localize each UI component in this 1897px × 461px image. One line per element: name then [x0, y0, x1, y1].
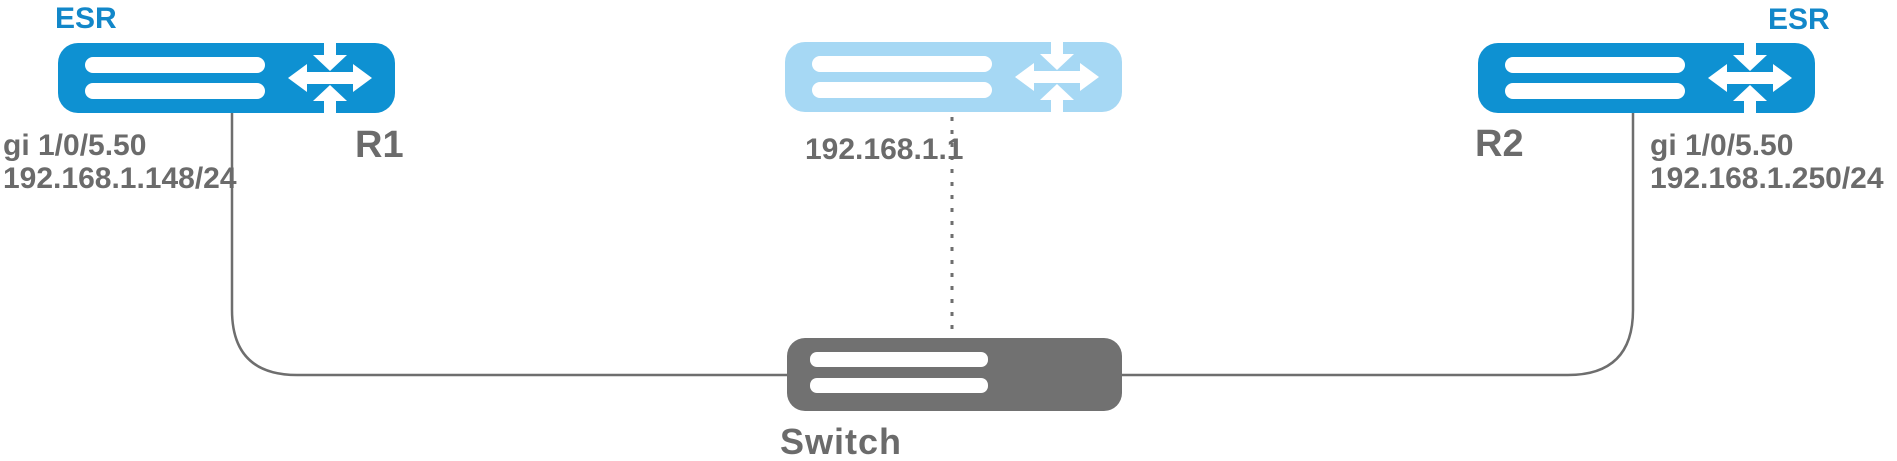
switch: Switch [780, 338, 1122, 461]
virtual-router-icon [785, 42, 1122, 112]
router-r1-ip-label: 192.168.1.148/24 [3, 162, 237, 195]
router-r2-ip-label: 192.168.1.250/24 [1650, 162, 1884, 195]
router-r1-device-type-label: ESR [55, 2, 117, 35]
router-r1: ESR R1 gi 1/0/5.50 192.168.1.148/24 [3, 2, 404, 195]
router-r1-interface-label: gi 1/0/5.50 [3, 129, 146, 162]
virtual-router: 192.168.1.1 [785, 42, 1122, 166]
router-r1-name-label: R1 [355, 124, 404, 166]
router-r2-device-type-label: ESR [1768, 3, 1830, 36]
router-r2-interface-label: gi 1/0/5.50 [1650, 129, 1793, 162]
link-r1-switch [230, 113, 787, 377]
switch-name-label: Switch [780, 421, 902, 461]
switch-icon [787, 338, 1122, 411]
virtual-router-ip-label: 192.168.1.1 [805, 133, 963, 166]
link-r2-switch [1122, 113, 1635, 377]
router-r2-icon [1478, 43, 1815, 113]
router-r2-name-label: R2 [1475, 123, 1524, 165]
router-r2: ESR R2 gi 1/0/5.50 192.168.1.250/24 [1475, 3, 1884, 195]
router-r1-icon [58, 43, 395, 113]
